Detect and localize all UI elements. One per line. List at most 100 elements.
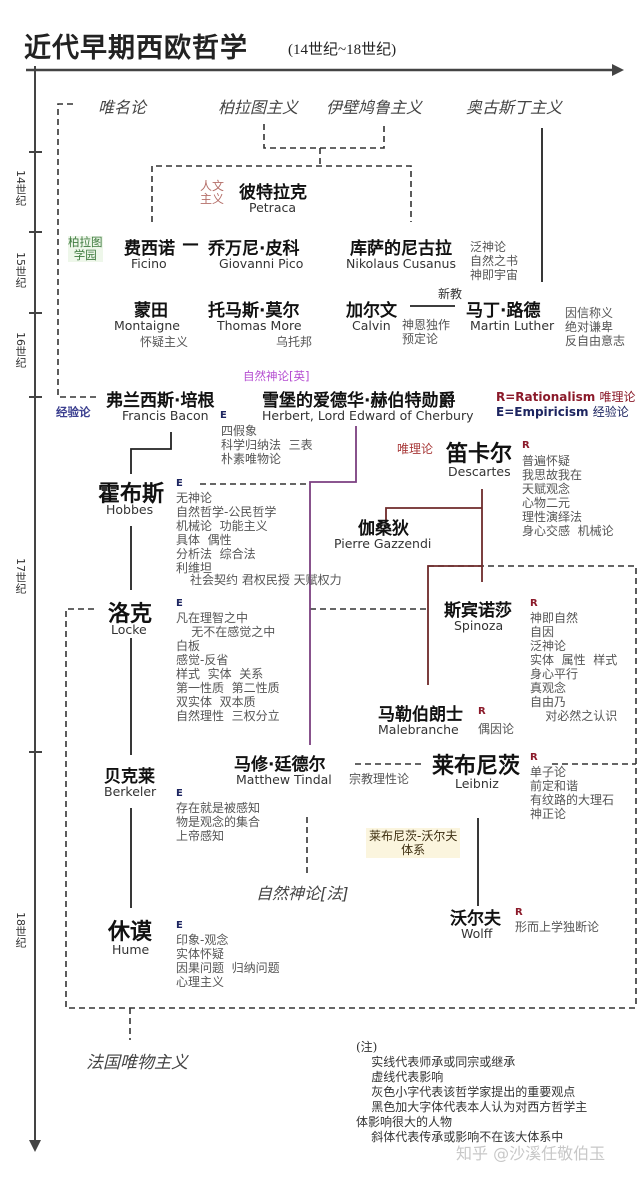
century-label-16: 16世纪	[14, 332, 27, 368]
philosopher-hobbes-en: Hobbes	[106, 502, 154, 517]
philosopher-montaigne-en: Montaigne	[114, 318, 180, 333]
montaigne-ideas: 怀疑主义	[140, 335, 189, 349]
bacon-ideas: 四假象 科学归纳法 三表 朴素唯物论	[221, 424, 313, 466]
label-natural-theology-en: 自然神论[英]	[243, 369, 310, 383]
philosopher-gassendi-cn: 伽桑狄	[358, 519, 409, 539]
label-empiricism: 经验论	[56, 405, 91, 419]
locke-tag: E	[176, 598, 183, 609]
philosopher-bacon-cn: 弗兰西斯·培根	[106, 391, 215, 411]
tindal-ideas: 宗教理性论	[349, 772, 410, 786]
philosopher-descartes-en: Descartes	[448, 464, 511, 479]
philosopher-hume-en: Hume	[112, 942, 150, 957]
century-label-18: 18世纪	[14, 912, 27, 948]
philosopher-berkeley-cn: 贝克莱	[104, 767, 155, 787]
philosopher-spinoza-cn: 斯宾诺莎	[444, 601, 512, 621]
philosopher-gassendi-en: Pierre Gazzendi	[334, 536, 432, 551]
berkeley-tag: E	[176, 788, 183, 799]
berkeley-ideas: 存在就是被感知 物是观念的集合 上帝感知	[176, 801, 261, 843]
cusanus-ideas: 泛神论 自然之书 神即宇宙	[470, 240, 519, 282]
philosopher-luther-en: Martin Luther	[470, 318, 555, 333]
philosopher-pico-cn: 乔万尼·皮科	[208, 239, 300, 259]
label-humanism: 人文 主义	[200, 179, 225, 206]
luther-ideas: 因信称义 绝对谦卑 反自由意志	[565, 306, 626, 348]
ficino-pico-link: —	[182, 234, 199, 254]
footnote-line: 灰色小字代表该哲学家提出的重要观点	[356, 1085, 576, 1099]
hobbes-ideas-extra: 社会契约 君权民授 天赋权力	[190, 573, 342, 587]
more-ideas: 乌托邦	[276, 335, 313, 349]
school-augustinianism: 奥古斯丁主义	[466, 98, 563, 117]
philosopher-wolff-en: Wolff	[461, 926, 493, 941]
philosopher-hobbes-cn: 霍布斯	[98, 482, 165, 507]
philosopher-pico-en: Giovanni Pico	[219, 256, 304, 271]
locke-ideas: 凡在理智之中 无不在感觉之中 白板 感觉-反省 样式 实体 关系 第一性质 第二…	[176, 611, 280, 723]
philosopher-wolff-cn: 沃尔夫	[450, 909, 501, 929]
philosopher-ficino-cn: 费西诺	[124, 239, 175, 259]
hume-ideas: 印象-观念 实体怀疑 因果问题 归纳问题 心理主义	[176, 933, 280, 989]
philosopher-more-en: Thomas More	[217, 318, 302, 333]
philosopher-locke-cn: 洛克	[108, 602, 153, 627]
spinoza-ideas: 神即自然 自因 泛神论 实体 属性 样式 身心平行 真观念 自由乃 对必然之认识	[530, 611, 618, 723]
page-title: 近代早期西欧哲学	[24, 33, 248, 64]
philosopher-luther-cn: 马丁·路德	[466, 301, 541, 321]
philosopher-bacon-en: Francis Bacon	[122, 408, 209, 423]
philosopher-leibniz-cn: 莱布尼茨	[432, 754, 521, 779]
philosopher-petrarca-en: Petraca	[249, 200, 297, 215]
bacon-tag: E	[220, 410, 227, 421]
century-label-14: 14世纪	[14, 170, 27, 206]
legend-empiricism-code: E=Empiricism	[496, 405, 589, 419]
legend-rationalism-code: R=Rationalism	[496, 390, 596, 404]
philosopher-spinoza-en: Spinoza	[454, 618, 504, 633]
philosopher-calvin-cn: 加尔文	[346, 301, 397, 321]
page-subtitle: (14世纪~18世纪)	[288, 42, 397, 58]
footnote-line: 虚线代表影响	[356, 1070, 444, 1084]
philosopher-petrarca-cn: 彼特拉克	[239, 183, 307, 203]
footnote-line: 实线代表师承或同宗或继承	[356, 1055, 516, 1069]
philosopher-montaigne-cn: 蒙田	[134, 301, 168, 321]
philosopher-malebranche-cn: 马勒伯朗士	[378, 705, 463, 725]
footnote-line: 体影响很大的人物	[356, 1115, 453, 1129]
descartes-tag: R	[522, 440, 530, 451]
school-epicureanism: 伊壁鸠鲁主义	[326, 98, 423, 117]
philosopher-leibniz-en: Leibniz	[455, 776, 499, 791]
calvin-ideas: 神恩独作 预定论	[402, 318, 451, 346]
philosopher-herbert-cn: 雪堡的爱德华·赫伯特勋爵	[262, 391, 456, 411]
footnote-line: 斜体代表传承或影响不在该大体系中	[356, 1130, 564, 1144]
philosopher-tindal-cn: 马修·廷德尔	[234, 755, 326, 775]
school-platonism: 柏拉图主义	[218, 98, 299, 117]
leibniz-tag: R	[530, 752, 538, 763]
century-label-15: 15世纪	[14, 252, 27, 288]
descartes-ideas: 普遍怀疑 我思故我在 天赋观念 心物二元 理性演绎法 身心交感 机械论	[522, 454, 614, 538]
legend-empiricism: E=Empiricism 经验论	[496, 403, 629, 420]
school-nominalism: 唯名论	[98, 98, 147, 117]
watermark: 知乎 @沙溪任敬伯玉	[456, 1144, 606, 1163]
philosopher-hume-cn: 休谟	[108, 920, 153, 945]
philosopher-malebranche-en: Malebranche	[378, 722, 459, 737]
label-natural-theology-fr: 自然神论[法]	[256, 884, 349, 903]
philosopher-berkeley-en: Berkeler	[104, 784, 157, 799]
philosopher-calvin-en: Calvin	[352, 318, 391, 333]
philosopher-cusanus-en: Nikolaus Cusanus	[346, 256, 456, 271]
label-leibniz-wolff-system: 莱布尼茨-沃尔夫 体系	[366, 828, 461, 858]
philosopher-herbert-en: Herbert, Lord Edward of Cherbury	[262, 408, 474, 423]
philosopher-descartes-cn: 笛卡尔	[446, 442, 513, 467]
hume-tag: E	[176, 920, 183, 931]
legend-rationalism: R=Rationalism 唯理论	[496, 388, 635, 405]
legend-rationalism-cn: 唯理论	[599, 390, 636, 404]
footnote-heading: (注)	[356, 1040, 378, 1054]
hobbes-ideas: 无神论 自然哲学-公民哲学 机械论 功能主义 具体 偶性 分析法 综合法 利维坦	[176, 491, 277, 575]
leibniz-ideas: 单子论 前定和谐 有纹路的大理石 神正论	[530, 765, 615, 821]
footnote: (注) 实线代表师承或同宗或继承 虚线代表影响 灰色小字代表该哲学家提出的重要观…	[356, 1040, 587, 1145]
label-platonic-academy: 柏拉图 学园	[68, 235, 103, 262]
malebranche-ideas: 偶因论	[478, 722, 515, 736]
spinoza-tag: R	[530, 598, 538, 609]
philosopher-locke-en: Locke	[111, 622, 147, 637]
wolff-tag: R	[515, 907, 523, 918]
malebranche-tag: R	[478, 706, 486, 717]
hobbes-tag: E	[176, 478, 183, 489]
footnote-line: 黑色加大字体代表本人认为对西方哲学主	[356, 1100, 588, 1114]
philosopher-ficino-en: Ficino	[131, 256, 167, 271]
century-label-17: 17世纪	[14, 558, 27, 594]
philosopher-tindal-en: Matthew Tindal	[236, 772, 332, 787]
legend-empiricism-cn: 经验论	[592, 405, 629, 419]
